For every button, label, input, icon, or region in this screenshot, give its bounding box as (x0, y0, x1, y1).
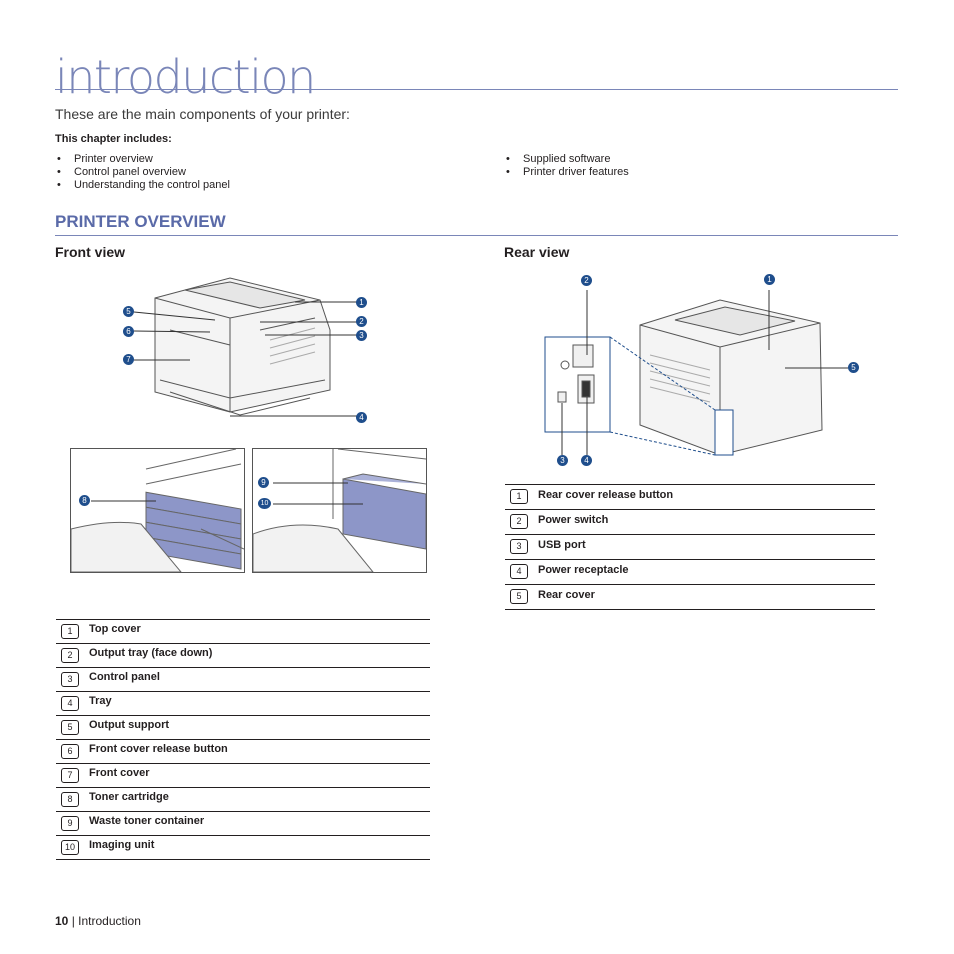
callout-2: 2 (581, 275, 592, 286)
table-row: 8 Toner cartridge (56, 787, 430, 812)
front-view-heading: Front view (55, 244, 126, 260)
includes-label: This chapter includes: (55, 133, 172, 145)
front-printer-illustration (110, 270, 380, 435)
callout-3: 3 (557, 455, 568, 466)
legend-label: Waste toner container (89, 811, 430, 836)
table-row: 3 Control panel (56, 667, 430, 692)
legend-number: 5 (510, 589, 528, 604)
callout-1: 1 (356, 297, 367, 308)
list-item[interactable]: Understanding the control panel (55, 179, 230, 192)
section-rule (55, 235, 898, 236)
table-row: 2 Power switch (505, 509, 875, 535)
legend-number: 8 (61, 792, 79, 807)
legend-number: 1 (510, 489, 528, 504)
table-row: 1 Rear cover release button (505, 484, 875, 510)
legend-number: 3 (61, 672, 79, 687)
rear-printer-illustration (540, 285, 880, 465)
callout-3: 3 (356, 330, 367, 341)
legend-number: 1 (61, 624, 79, 639)
legend-label: Toner cartridge (89, 787, 430, 812)
legend-number: 2 (61, 648, 79, 663)
legend-label: Imaging unit (89, 835, 430, 860)
front-view-legend: 1 Top cover 2 Output tray (face down) 3 Con… (56, 619, 430, 860)
page-number: 10 (55, 914, 69, 928)
table-row: 10 Imaging unit (56, 835, 430, 860)
imaging-unit-photo (252, 448, 427, 573)
callout-8: 8 (79, 495, 90, 506)
legend-label: Tray (89, 691, 430, 716)
page-title: introduction (55, 50, 316, 104)
legend-number: 4 (61, 696, 79, 711)
table-row: 4 Tray (56, 691, 430, 716)
legend-label: USB port (538, 534, 875, 560)
rear-view-legend: 1 Rear cover release button 2 Power switch… (505, 484, 875, 610)
table-row: 2 Output tray (face down) (56, 643, 430, 668)
legend-number: 7 (61, 768, 79, 783)
table-row: 3 USB port (505, 534, 875, 560)
rear-view-heading: Rear view (504, 244, 570, 260)
footer-chapter: Introduction (78, 914, 141, 928)
callout-7: 7 (123, 354, 134, 365)
callout-4: 4 (356, 412, 367, 423)
legend-label: Rear cover (538, 584, 875, 610)
list-item[interactable]: Printer driver features (504, 166, 629, 179)
chapter-list-right: Supplied software Printer driver feature… (504, 153, 629, 179)
callout-10: 10 (258, 498, 271, 509)
callout-2: 2 (356, 316, 367, 327)
legend-number: 2 (510, 514, 528, 529)
legend-label: Control panel (89, 667, 430, 692)
callout-6: 6 (123, 326, 134, 337)
legend-label: Output tray (face down) (89, 643, 430, 668)
legend-label: Front cover release button (89, 739, 430, 764)
callout-9: 9 (258, 477, 269, 488)
legend-label: Output support (89, 715, 430, 740)
callout-1: 1 (764, 274, 775, 285)
legend-label: Power receptacle (538, 559, 875, 585)
table-row: 7 Front cover (56, 763, 430, 788)
legend-label: Top cover (89, 619, 430, 644)
table-row: 1 Top cover (56, 619, 430, 644)
table-row: 5 Rear cover (505, 584, 875, 610)
callout-5: 5 (123, 306, 134, 317)
legend-number: 6 (61, 744, 79, 759)
page-footer: 10 | Introduction (55, 914, 141, 928)
table-row: 4 Power receptacle (505, 559, 875, 585)
page-subtitle: These are the main components of your pr… (55, 106, 350, 122)
chapter-list-left: Printer overview Control panel overview … (55, 153, 230, 192)
legend-number: 4 (510, 564, 528, 579)
list-item[interactable]: Printer overview (55, 153, 230, 166)
legend-label: Power switch (538, 509, 875, 535)
toner-cartridge-photo (70, 448, 245, 573)
table-row: 5 Output support (56, 715, 430, 740)
list-item[interactable]: Supplied software (504, 153, 629, 166)
legend-number: 10 (61, 840, 79, 855)
legend-number: 3 (510, 539, 528, 554)
callout-4: 4 (581, 455, 592, 466)
callout-5: 5 (848, 362, 859, 373)
section-title: PRINTER OVERVIEW (55, 212, 226, 231)
legend-number: 9 (61, 816, 79, 831)
table-row: 6 Front cover release button (56, 739, 430, 764)
legend-number: 5 (61, 720, 79, 735)
legend-label: Rear cover release button (538, 484, 875, 510)
legend-label: Front cover (89, 763, 430, 788)
table-row: 9 Waste toner container (56, 811, 430, 836)
footer-separator: | (68, 914, 79, 928)
list-item[interactable]: Control panel overview (55, 166, 230, 179)
title-rule (55, 89, 898, 90)
